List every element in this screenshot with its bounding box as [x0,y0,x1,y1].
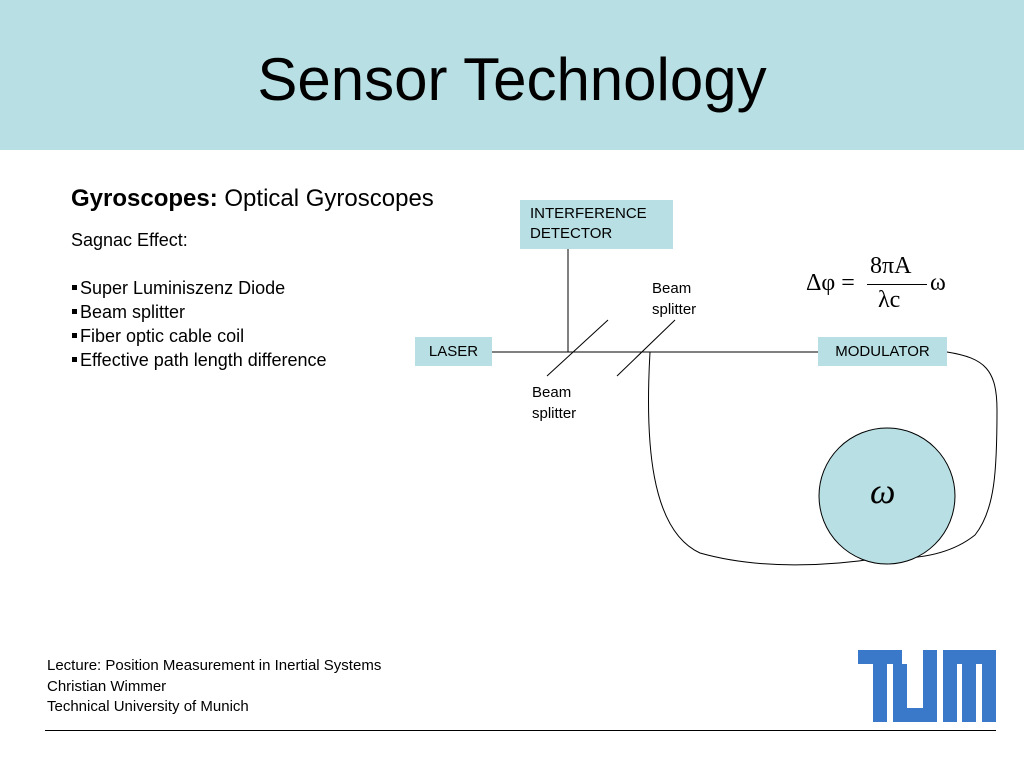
beam-splitter-bottom-label: Beam splitter [532,382,602,424]
coil-omega-symbol: ω [870,471,896,511]
bullet-list: Super Luminiszenz Diode Beam splitter Fi… [71,276,491,372]
sagnac-formula: Δφ = 8πA λc ω [806,253,956,317]
sagnac-label: Sagnac Effect: [71,230,188,250]
bullet-item: Fiber optic cable coil [71,324,491,348]
footer-line1: Lecture: Position Measurement in Inertia… [47,657,382,674]
interference-detector-box: INTERFERENCE DETECTOR [520,200,673,249]
label-line: Beam [652,280,692,297]
laser-box: LASER [415,337,492,366]
footer-line3: Technical University of Munich [47,698,249,715]
beam-splitter-1 [546,319,609,377]
subheading-bold: Gyroscopes: [71,185,218,212]
footer-text: Lecture: Position Measurement in Inertia… [47,656,381,718]
beam-splitter-2 [616,319,676,377]
footer-line2: Christian Wimmer [47,677,167,695]
bullet-item: Super Luminiszenz Diode [71,276,491,300]
fiber-left-path [647,351,881,566]
subheading: Gyroscopes: Optical Gyroscopes [71,182,491,216]
modulator-box: MODULATOR [818,337,947,366]
formula-fraction-bar [867,284,927,285]
beam-splitter-top-label: Beam splitter [652,278,722,320]
label-line: splitter [652,301,697,318]
content-text: Gyroscopes: Optical Gyroscopes Sagnac Ef… [71,182,491,372]
label-line: Beam [532,384,572,401]
interference-label-line1: INTERFERENCE [530,205,647,222]
tum-logo [858,650,996,722]
fiber-coil [818,427,956,565]
slide-title: Sensor Technology [257,46,767,113]
header-band [0,0,1024,150]
fiber-right-path [879,351,998,559]
bullet-item: Effective path length difference [71,348,491,372]
formula-numerator: 8πA [870,253,912,279]
subheading-rest: Optical Gyroscopes [224,185,434,212]
footer-divider [45,730,996,731]
formula-rhs: ω [930,270,946,296]
bullet-item: Beam splitter [71,300,491,324]
formula-denominator: λc [878,287,901,313]
formula-lhs: Δφ = [806,270,855,296]
interference-label-line2: DETECTOR [530,225,613,242]
label-line: splitter [532,405,577,422]
